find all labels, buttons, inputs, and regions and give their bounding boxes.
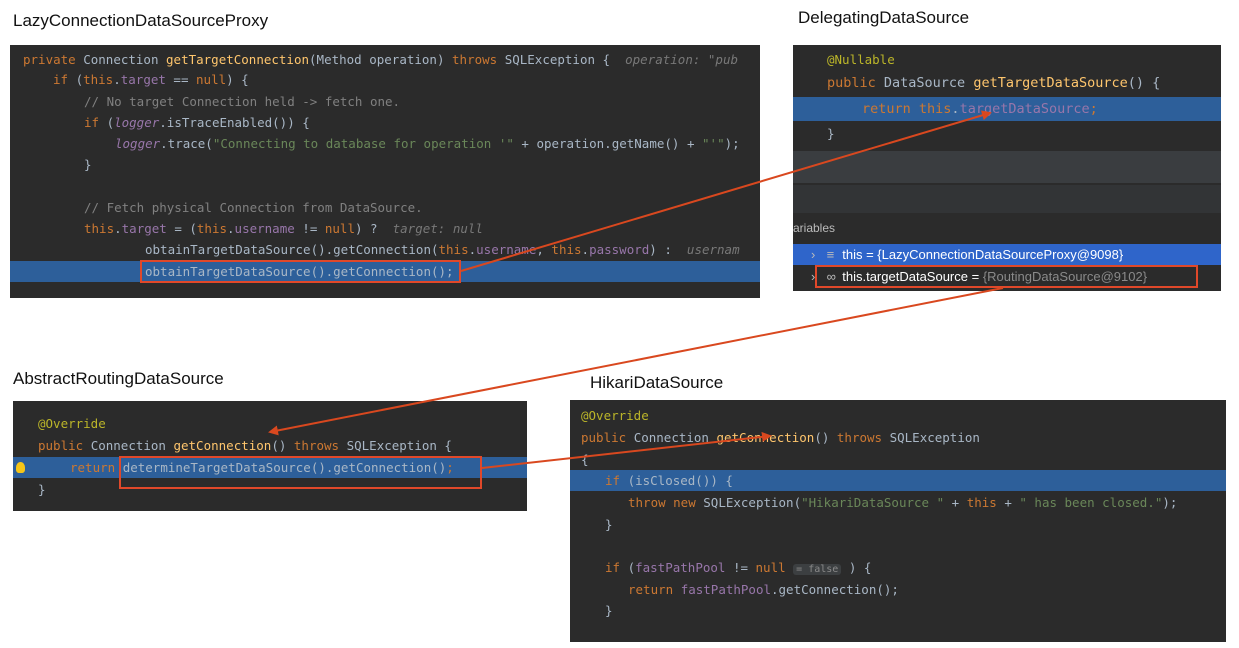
code-line: return fastPathPool.getConnection();: [628, 582, 899, 597]
code-line: // No target Connection held -> fetch on…: [84, 94, 401, 109]
code-line: if (fastPathPool != null = false ) {: [605, 560, 872, 575]
variables-label: ariables: [793, 221, 836, 235]
arrow-delegating-to-routing: [268, 287, 1004, 436]
inline-value-hint: = false: [793, 564, 842, 575]
editor-band: [793, 151, 1221, 183]
expand-icon[interactable]: ›: [811, 247, 816, 262]
watch-icon: ∞: [826, 269, 836, 284]
expand-icon[interactable]: ›: [811, 269, 816, 284]
code-line: }: [605, 603, 613, 618]
arrow-lazy-to-delegating: [460, 110, 992, 272]
variable-row-target[interactable]: › ∞ this.targetDataSource = {RoutingData…: [793, 266, 1221, 287]
highlighted-code-line: return determineTargetDataSource().getCo…: [13, 457, 527, 478]
title-delegating: DelegatingDataSource: [798, 8, 970, 27]
title-hikari: HikariDataSource: [590, 373, 724, 392]
highlighted-code-line: obtainTargetDataSource().getConnection()…: [10, 261, 760, 282]
code-line: public DataSource getTargetDataSource() …: [827, 75, 1161, 91]
code-line: }: [827, 126, 835, 141]
highlight-box-delegating: [815, 265, 1198, 288]
code-line: public Connection getConnection() throws…: [581, 430, 980, 445]
lightbulb-icon[interactable]: [16, 462, 25, 473]
code-line: @Override: [581, 408, 649, 423]
code-line: }: [605, 517, 613, 532]
code-line: logger.trace("Connecting to database for…: [115, 136, 740, 151]
code-line: public Connection getConnection() throws…: [38, 438, 452, 453]
title-routing: AbstractRoutingDataSource: [13, 369, 224, 388]
code-line: private Connection getTargetConnection(M…: [23, 52, 739, 67]
code-line: throw new SQLException("HikariDataSource…: [628, 495, 1178, 510]
code-line: }: [84, 157, 92, 172]
hikari-code-panel: @Override public Connection getConnectio…: [570, 400, 1226, 642]
code-line: @Nullable: [827, 52, 895, 67]
code-line: // Fetch physical Connection from DataSo…: [84, 200, 423, 215]
delegating-code-panel: @Nullable public DataSource getTargetDat…: [793, 45, 1221, 291]
code-line: if (logger.isTraceEnabled()) {: [84, 115, 310, 130]
editor-band: [793, 185, 1221, 213]
field-icon: ≡: [826, 247, 835, 262]
code-line: @Override: [38, 416, 106, 431]
highlight-box-routing: [119, 456, 482, 489]
lazy-code-panel: private Connection getTargetConnection(M…: [10, 45, 760, 298]
code-line: }: [38, 482, 46, 497]
highlighted-code-line: return this.targetDataSource;: [793, 97, 1221, 121]
highlight-box-lazy: [140, 260, 461, 283]
code-line: if (this.target == null) {: [53, 72, 249, 87]
title-lazy: LazyConnectionDataSourceProxy: [13, 11, 269, 30]
code-line: {: [581, 452, 589, 467]
arrow-routing-to-hikari: [481, 431, 772, 469]
code-line: this.target = (this.username != null) ? …: [84, 221, 483, 236]
highlighted-code-line: if (isClosed()) {: [570, 470, 1226, 491]
code-line: obtainTargetDataSource().getConnection(t…: [145, 242, 740, 257]
variable-row-this[interactable]: › ≡ this = {LazyConnectionDataSourceProx…: [793, 244, 1221, 265]
